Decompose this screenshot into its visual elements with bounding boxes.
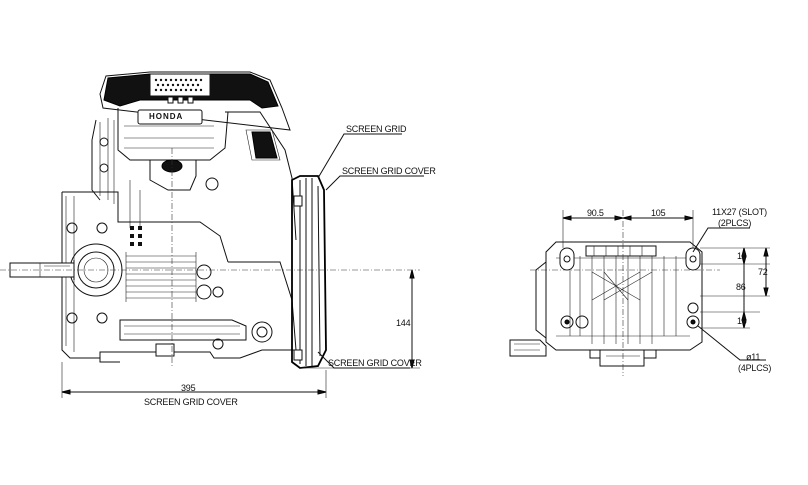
label-slot-spec: 11X27 (SLOT): [712, 207, 767, 217]
hole-1-center: [564, 319, 570, 325]
dim-left-offset: 90.5: [587, 208, 604, 218]
grid-tab-1: [293, 195, 303, 207]
dim-overall-depth: 72: [758, 267, 768, 277]
dim-upper-gap: 16: [737, 251, 747, 261]
crankcase-outline: [61, 192, 300, 359]
crankcase-top-edge: [62, 191, 229, 263]
tank-slot-3: [187, 96, 194, 104]
foot-left: [99, 352, 120, 363]
left-upper-edge: [91, 119, 101, 201]
slot-left: [559, 247, 575, 271]
dim-72-arrow-top: [763, 247, 769, 257]
shroud-window: [245, 129, 281, 161]
dim-top-arrow-mid-l: [614, 215, 624, 221]
dim-chain-arrow-2: [741, 255, 747, 265]
tank-slot-1: [167, 96, 174, 104]
mounting-base-view: [509, 210, 720, 376]
label-screen-grid: SCREEN GRID: [346, 124, 407, 134]
hole-2: [575, 315, 589, 329]
block-right-edge: [228, 261, 297, 351]
base-ribs: [556, 250, 690, 344]
brand-text: HONDA: [149, 112, 184, 121]
dim-395-arrow-right: [317, 389, 327, 395]
cylinder-fins: [125, 252, 197, 302]
drain-boss: [155, 343, 175, 357]
dim-top-arrow-left: [562, 215, 572, 221]
small-squares: [130, 226, 142, 246]
dim-right-ext-lines: [700, 247, 770, 329]
dim-top-arrow-right: [684, 215, 694, 221]
slot-right-center: [689, 255, 697, 263]
leader-screen-grid-cover-top: [325, 175, 424, 191]
hole-4: [687, 302, 699, 314]
base-left-foot: [509, 339, 547, 357]
label-screen-grid-cover-top: SCREEN GRID COVER: [342, 166, 436, 176]
hole-1: [560, 315, 574, 329]
screen-grid-inner-edge: [317, 185, 321, 357]
base-left-lug: [535, 261, 547, 339]
dim-right-offset: 105: [651, 208, 666, 218]
dim-72-arrow-bottom: [763, 287, 769, 297]
dim-144-arrow-top: [409, 269, 415, 279]
left-stack-lines: [99, 118, 115, 204]
oil-plug-outer: [251, 321, 273, 343]
carb-screw: [205, 177, 219, 191]
slot-left-center: [563, 255, 571, 263]
base-bottom-boss: [599, 349, 645, 367]
drain-bolt: [212, 338, 224, 350]
grid-tab-2: [293, 349, 303, 361]
label-hole-spec: ø11: [746, 352, 761, 362]
carburetor-body: [149, 160, 197, 191]
engine-side-view: [0, 71, 420, 369]
base-top-web: [585, 245, 657, 257]
lower-rail: [119, 319, 247, 341]
leader-slot: [692, 227, 750, 253]
oil-plug-inner: [256, 326, 268, 338]
screen-grid-ribs: [299, 178, 313, 366]
shroud-right-edge: [225, 111, 297, 241]
dim-shaft-height: 144: [396, 318, 411, 328]
leader-screen-grid-cover-bottom: [317, 351, 410, 369]
hole-3-center: [690, 319, 696, 325]
left-dimensions: [61, 133, 424, 398]
leader-hole: [697, 325, 766, 361]
grille-dots: [154, 78, 203, 92]
dim-395-arrow-left: [61, 389, 71, 395]
cylinder-bolt-3: [212, 286, 224, 298]
carb-links: [129, 180, 141, 230]
mount-bolt-2: [96, 222, 108, 234]
cylinder-bolt-1: [196, 264, 212, 280]
dim-top-arrow-mid-r: [622, 215, 632, 221]
tank-slot-2: [177, 96, 184, 104]
lower-rail-lines: [124, 325, 240, 335]
label-hole-count: (4PLCS): [738, 363, 772, 373]
dim-lower-gap: 16: [737, 316, 747, 326]
label-slot-count: (2PLCS): [718, 218, 752, 228]
screen-grid-cover-outline: [291, 175, 327, 369]
mount-bolt-4: [96, 312, 108, 324]
left-bolt-2: [99, 163, 109, 173]
air-cleaner-ribs: [124, 125, 214, 149]
hole-3: [686, 315, 700, 329]
dim-overall-width: 395: [181, 383, 196, 393]
shroud-window-dark: [251, 131, 278, 159]
dim-144-arrow-bottom: [409, 359, 415, 369]
base-foot-lines: [514, 343, 540, 351]
cylinder-bolt-2: [196, 284, 212, 300]
dim-middle-span: 86: [736, 282, 746, 292]
base-top-web-ticks: [593, 246, 643, 256]
label-screen-grid-cover-bottom: SCREEN GRID COVER: [328, 358, 422, 368]
dim-chain-arrow-4: [741, 319, 747, 329]
right-dimensions: [562, 210, 770, 361]
base-outline: [545, 241, 703, 351]
brand-plate: [137, 109, 203, 125]
leader-screen-grid: [317, 133, 402, 179]
left-bolt-1: [99, 137, 109, 147]
mount-bolt-1: [66, 222, 78, 234]
shaft-keyway: [39, 263, 70, 277]
mount-bolt-3: [66, 312, 78, 324]
label-screen-grid-cover-side: SCREEN GRID COVER: [144, 397, 238, 407]
fuel-tank-outline: [99, 71, 291, 131]
